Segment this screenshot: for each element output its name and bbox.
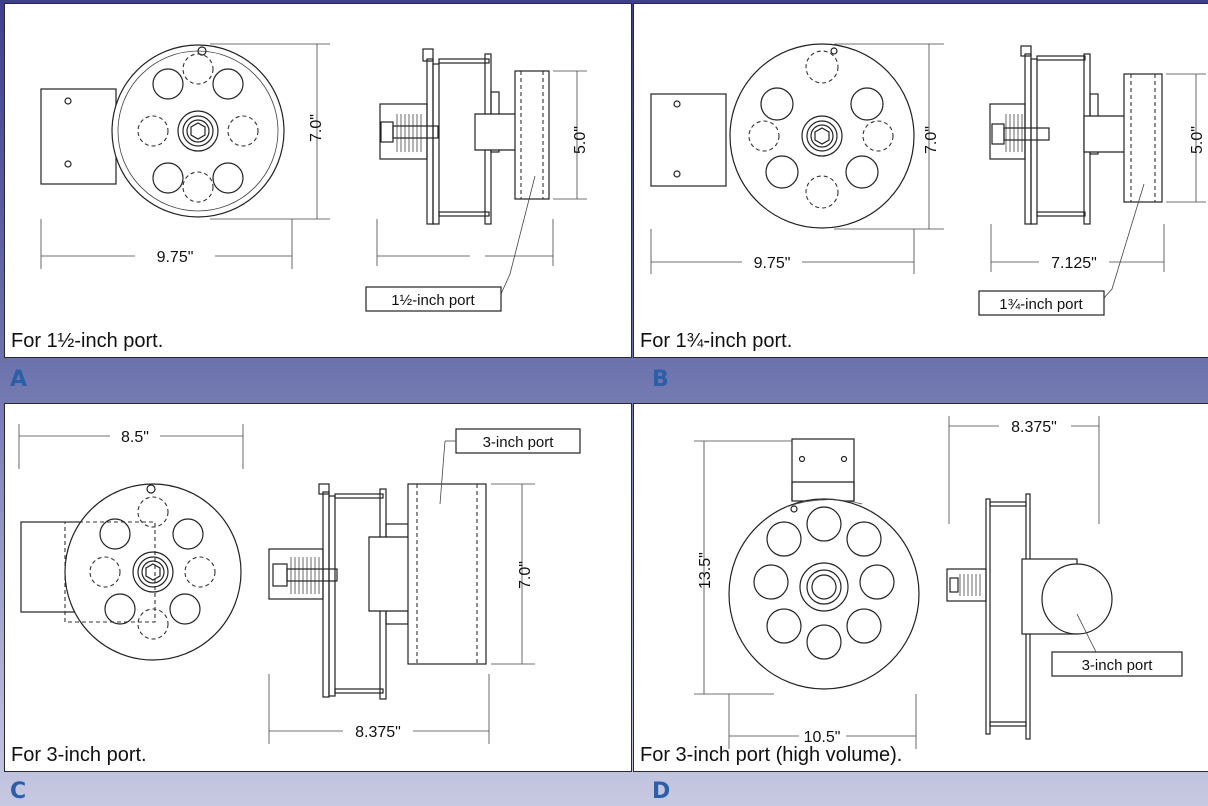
hex-nut <box>814 127 830 145</box>
height-dim-label: 7.0" <box>923 126 940 154</box>
panel-caption: For 3-inch port (high volume). <box>640 744 903 766</box>
panel-letter-a: A <box>10 367 28 392</box>
spring <box>396 114 422 152</box>
turret-disc <box>728 498 920 690</box>
width-dim-label: 9.75" <box>754 255 791 272</box>
port-tube <box>514 70 550 200</box>
port-label: 1½-inch port <box>391 292 475 309</box>
mount-bracket <box>40 88 117 185</box>
plate <box>426 58 434 225</box>
panel-b: 7.0" 9.75" 5.0" 7.125" <box>633 3 1208 358</box>
spring <box>959 574 981 596</box>
spring-housing <box>946 568 987 602</box>
drawing-d: 13.5" 10.5" 8.375" 3-inch port <box>694 416 1183 749</box>
mount-bracket <box>791 438 855 502</box>
panel-caption: For 1¾-inch port. <box>640 330 793 352</box>
drawing-b: 7.0" 9.75" 5.0" 7.125" <box>650 43 1206 316</box>
port-holes <box>89 496 216 640</box>
index-pin <box>197 46 207 56</box>
turret-disc <box>111 44 285 218</box>
panel-c: 8.5" <box>4 403 632 772</box>
port-dim-label: 7.0" <box>517 561 534 589</box>
depth-dim-label: 8.375" <box>1011 419 1057 436</box>
hex-nut <box>145 563 161 581</box>
port-holes <box>753 506 895 660</box>
panel-caption: For 1½-inch port. <box>11 330 164 352</box>
spring <box>290 557 320 594</box>
port-label-box <box>1051 651 1183 677</box>
width-dim-label: 9.75" <box>157 249 194 266</box>
panel-caption: For 3-inch port. <box>11 744 147 766</box>
height-dim-label: 7.0" <box>308 114 325 142</box>
port-label-box <box>978 290 1105 316</box>
spring <box>1005 114 1023 152</box>
width-dim-label: 8.5" <box>121 429 149 446</box>
port-label: 3-inch port <box>1082 657 1154 674</box>
panel-letter-c: C <box>10 779 27 804</box>
port-tube <box>407 483 487 665</box>
port-holes <box>748 50 894 209</box>
panel-letter-b: B <box>652 367 669 392</box>
spring-housing <box>268 548 324 600</box>
port-label: 3-inch port <box>483 434 555 451</box>
spring-housing <box>989 103 1026 160</box>
drawing-a: 7.0" 9.75" 5.0" <box>40 43 589 312</box>
drawing-c: 8.5" <box>18 424 581 744</box>
port-label-box <box>365 286 502 312</box>
port-tube <box>1041 563 1113 635</box>
bolt-hole <box>64 97 72 105</box>
port-holes <box>137 53 259 203</box>
spring-housing <box>379 103 428 160</box>
port-dim-label: 5.0" <box>572 126 589 154</box>
panel-a: 7.0" 9.75" 5.0" <box>4 3 632 358</box>
port-label: 1¾-inch port <box>999 296 1083 313</box>
port-tube <box>1123 73 1163 203</box>
hex-nut <box>190 122 206 140</box>
hub-outer <box>177 110 219 152</box>
turret-disc <box>729 43 915 229</box>
depth-dim-label: 7.125" <box>1051 255 1097 272</box>
depth-dim-label: 8.375" <box>355 724 401 741</box>
width-dim-label: 10.5" <box>804 729 841 746</box>
bolt-hole <box>64 160 72 168</box>
mount-bracket <box>650 93 727 187</box>
height-dim-label: 13.5" <box>697 552 714 589</box>
port-label-box <box>455 428 581 454</box>
panel-letter-d: D <box>652 779 671 804</box>
panel-d: 13.5" 10.5" 8.375" 3-inch port For 3-inc… <box>633 403 1208 772</box>
port-dim-label: 5.0" <box>1189 126 1206 154</box>
